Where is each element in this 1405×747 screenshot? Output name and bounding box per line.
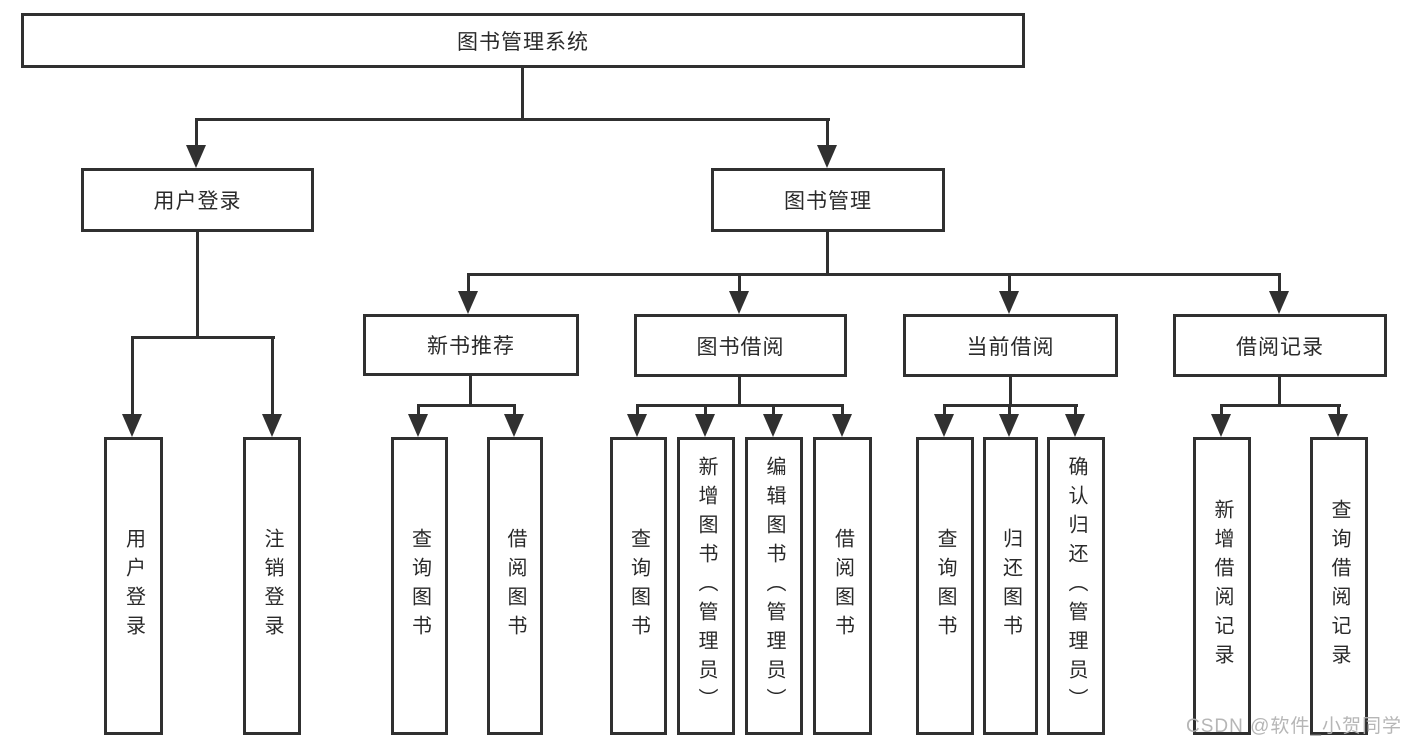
connector-arm	[417, 404, 420, 416]
connector-newbook-branch	[418, 404, 516, 407]
arrowhead-down-icon	[817, 145, 837, 168]
leaf-current-query-book: 查询图书	[916, 437, 974, 735]
arrowhead-down-icon	[832, 414, 852, 437]
connector-bookborrow-branch	[637, 404, 844, 407]
arrowhead-down-icon	[122, 414, 142, 437]
connector-arm-new-book	[467, 273, 470, 293]
connector-root-branch	[196, 118, 830, 121]
arrowhead-down-icon	[262, 414, 282, 437]
connector-arm	[772, 404, 775, 416]
arrowhead-down-icon	[934, 414, 954, 437]
connector-arm-book-mgmt	[826, 118, 829, 148]
arrowhead-down-icon	[504, 414, 524, 437]
connector-arm	[1074, 404, 1077, 416]
csdn-watermark: CSDN @软件_小贺同学	[1186, 716, 1402, 737]
connector-arm-current-borrow	[1008, 273, 1011, 293]
leaf-current-confirm-return-admin: 确认归还（管理员）	[1047, 437, 1105, 735]
connector-arm	[943, 404, 946, 416]
connector-root-stem	[521, 68, 524, 118]
arrowhead-down-icon	[999, 414, 1019, 437]
arrowhead-down-icon	[1328, 414, 1348, 437]
arrowhead-down-icon	[695, 414, 715, 437]
arrowhead-down-icon	[763, 414, 783, 437]
leaf-current-return-book: 归还图书	[983, 437, 1038, 735]
leaf-newrec-query-book: 查询图书	[391, 437, 448, 735]
connector-currentborrow-stem	[1009, 377, 1012, 404]
node-root-library-system: 图书管理系统	[21, 13, 1025, 68]
arrowhead-down-icon	[627, 414, 647, 437]
leaf-borrow-borrow-book: 借阅图书	[813, 437, 872, 735]
connector-bookborrow-stem	[738, 377, 741, 404]
node-book-management: 图书管理	[711, 168, 945, 232]
connector-newbook-stem	[469, 376, 472, 404]
node-new-book-recommend: 新书推荐	[363, 314, 579, 376]
leaf-newrec-borrow-book: 借阅图书	[487, 437, 543, 735]
connector-book-mgmt-stem	[826, 232, 829, 273]
connector-user-login-stem	[196, 232, 199, 336]
leaf-user-login: 用户登录	[104, 437, 163, 735]
node-borrow-records: 借阅记录	[1173, 314, 1387, 377]
connector-book-mgmt-branch	[468, 273, 1281, 276]
connector-arm-leaf-login	[131, 336, 134, 416]
node-book-borrowing: 图书借阅	[634, 314, 847, 377]
arrowhead-down-icon	[999, 291, 1019, 314]
arrowhead-down-icon	[729, 291, 749, 314]
leaf-borrow-edit-book-admin: 编辑图书（管理员）	[745, 437, 803, 735]
arrowhead-down-icon	[1269, 291, 1289, 314]
connector-arm	[1008, 404, 1011, 416]
connector-arm	[1337, 404, 1340, 416]
node-user-login: 用户登录	[81, 168, 314, 232]
node-current-borrowing: 当前借阅	[903, 314, 1118, 377]
arrowhead-down-icon	[1211, 414, 1231, 437]
connector-arm	[513, 404, 516, 416]
connector-arm	[1220, 404, 1223, 416]
connector-arm	[704, 404, 707, 416]
connector-arm-book-borrow	[738, 273, 741, 293]
leaf-records-add-record: 新增借阅记录	[1193, 437, 1251, 735]
leaf-borrow-add-book-admin: 新增图书（管理员）	[677, 437, 735, 735]
connector-arm-leaf-logout	[271, 336, 274, 416]
connector-currentborrow-branch	[944, 404, 1078, 407]
connector-arm	[636, 404, 639, 416]
arrowhead-down-icon	[1065, 414, 1085, 437]
arrowhead-down-icon	[458, 291, 478, 314]
leaf-records-query-record: 查询借阅记录	[1310, 437, 1368, 735]
connector-arm	[841, 404, 844, 416]
arrowhead-down-icon	[408, 414, 428, 437]
connector-records-stem	[1278, 377, 1281, 404]
connector-user-login-branch	[132, 336, 275, 339]
connector-arm-user-login	[195, 118, 198, 148]
leaf-logout-login: 注销登录	[243, 437, 301, 735]
arrowhead-down-icon	[186, 145, 206, 168]
connector-records-branch	[1221, 404, 1341, 407]
leaf-borrow-query-book: 查询图书	[610, 437, 667, 735]
connector-arm-borrow-records	[1278, 273, 1281, 293]
